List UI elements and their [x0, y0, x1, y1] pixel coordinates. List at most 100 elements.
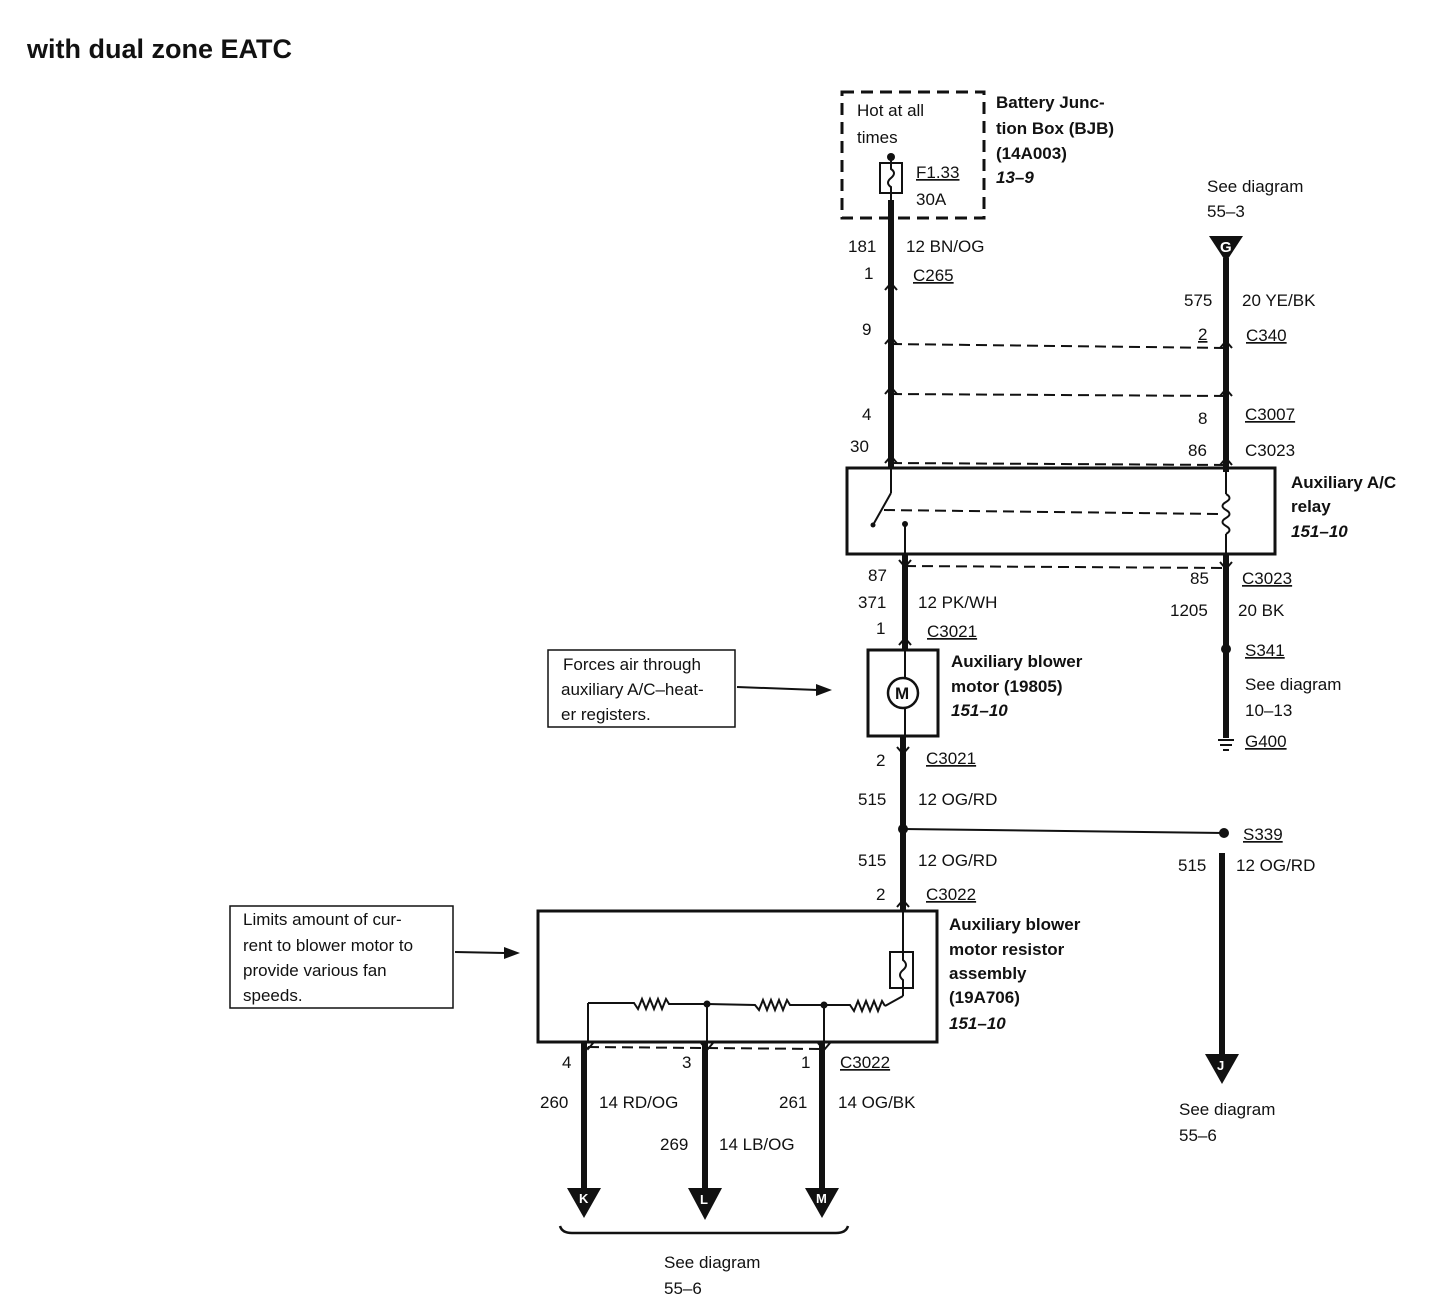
ground-wire-circuit: 1205	[1170, 601, 1208, 620]
resistor-name-line4: (19A706)	[949, 988, 1020, 1007]
resistor-2-icon	[706, 997, 824, 1013]
motor-note-arrow-icon	[816, 684, 832, 696]
output-l-pin: 3	[682, 1053, 691, 1072]
relay-out-right: 85 C3023 1205 20 BK S341 See diagram 10–…	[1170, 554, 1341, 751]
c3021-pin-2: 2	[876, 751, 885, 770]
splice-s339-label: S339	[1243, 825, 1283, 844]
resistor-name-line2: motor resistor	[949, 940, 1065, 959]
connector-k-icon	[567, 1188, 601, 1218]
resistor-note-line1: Limits amount of cur-	[243, 910, 402, 929]
resistor-name-line3: assembly	[949, 964, 1027, 983]
ground-g400-label: G400	[1245, 732, 1287, 751]
left-wire-gauge: 12 BN/OG	[906, 237, 984, 256]
motor-ref: 151–10	[951, 701, 1008, 720]
output-wires: C3022 4 260 14 RD/OG K 3 269 14 LB/OG L …	[540, 1042, 916, 1220]
resistor-ref: 151–10	[949, 1014, 1006, 1033]
motor-icon	[886, 676, 920, 710]
bjb-ref: 13–9	[996, 168, 1034, 187]
see-diagram-top-line1: See diagram	[1207, 177, 1303, 196]
relay-coil-icon	[1221, 493, 1231, 535]
resistor-note-arrow-icon	[504, 947, 520, 959]
c3023-label: C3023	[1245, 441, 1295, 460]
motor-note-line2: auxiliary A/C–heat-	[561, 680, 704, 699]
see-diagram-bottom-line2: 55–6	[664, 1279, 702, 1298]
resistor-note-line3: provide various fan	[243, 961, 387, 980]
output-k-pin: 4	[562, 1053, 571, 1072]
bjb-name-line3: (14A003)	[996, 144, 1067, 163]
c3023-left-pin: 30	[850, 437, 869, 456]
c3023-right-pin: 86	[1188, 441, 1207, 460]
s339-circuit: 515	[1178, 856, 1206, 875]
c3007-right-pin: 8	[1198, 409, 1207, 428]
fuse-rating: 30A	[916, 190, 947, 209]
motor-note-line3: er registers.	[561, 705, 651, 724]
relay-name-line1: Auxiliary A/C	[1291, 473, 1396, 492]
motor-symbol: M	[895, 684, 909, 703]
c265-label: C265	[913, 266, 954, 285]
c3021-label-top: C3021	[927, 622, 977, 641]
lower-wire-circuit: 515	[858, 851, 886, 870]
relay-out-left: 87 371 12 PK/WH 1 C3021	[858, 554, 997, 650]
c340-right-pin: 2	[1198, 325, 1207, 344]
bjb-hot-line2: times	[857, 128, 898, 147]
see-diagram-top-line2: 55–3	[1207, 202, 1245, 221]
output-m-pin: 1	[801, 1053, 810, 1072]
lower-wire-gauge: 12 OG/RD	[918, 851, 997, 870]
right-wire-gauge: 20 YE/BK	[1242, 291, 1316, 310]
connector-l-icon	[688, 1188, 722, 1220]
c340-left-pin: 9	[862, 320, 871, 339]
motor-out-wire: 2 C3021 515 12 OG/RD 515 12 OG/RD 2 C302…	[858, 736, 1229, 910]
relay-ref: 151–10	[1291, 522, 1348, 541]
c3022-pin-2: 2	[876, 885, 885, 904]
battery-junction-box: Hot at all times F1.33 30A Battery Junc-…	[840, 90, 1114, 220]
ground-icon	[1218, 739, 1234, 751]
motor-name-line2: motor (19805)	[951, 677, 1062, 696]
connector-lines-upper	[884, 335, 1233, 466]
ground-wire-gauge: 20 BK	[1238, 601, 1285, 620]
fuse-id: F1.33	[916, 163, 959, 182]
c3023-label-lower: C3023	[1242, 569, 1292, 588]
resistor-note: Limits amount of cur- rent to blower mot…	[229, 905, 520, 1009]
see-diagram-j-line1: See diagram	[1179, 1100, 1275, 1119]
resistor-1-icon	[824, 998, 886, 1014]
c340-label: C340	[1246, 326, 1287, 345]
output-l-gauge: 14 LB/OG	[719, 1135, 795, 1154]
connector-l-letter: L	[700, 1192, 708, 1207]
output-l-circuit: 269	[660, 1135, 688, 1154]
blower-resistor-assembly: Auxiliary blower motor resistor assembly…	[536, 909, 1081, 1044]
see-diagram-bottom-line1: See diagram	[664, 1253, 760, 1272]
motor-name-line1: Auxiliary blower	[951, 652, 1083, 671]
connector-k-letter: K	[579, 1191, 589, 1206]
aux-ac-relay: Auxiliary A/C relay 151–10	[845, 466, 1396, 556]
bracket-icon	[558, 1225, 850, 1235]
bjb-hot-line1: Hot at all	[857, 101, 924, 120]
c3007-label: C3007	[1245, 405, 1295, 424]
resistor-note-line2: rent to blower motor to	[243, 936, 413, 955]
mid-wire-circuit: 515	[858, 790, 886, 809]
s339-gauge: 12 OG/RD	[1236, 856, 1315, 875]
connector-j-letter: J	[1217, 1058, 1224, 1073]
relay-name-line2: relay	[1291, 497, 1331, 516]
right-wire-circuit: 575	[1184, 291, 1212, 310]
connector-m-letter: M	[816, 1191, 827, 1206]
c3021-pin-1: 1	[876, 619, 885, 638]
splice-s341-label: S341	[1245, 641, 1285, 660]
c3022-label-bottom: C3022	[840, 1053, 890, 1072]
output-m-gauge: 14 OG/BK	[838, 1093, 916, 1112]
bjb-name-line2: tion Box (BJB)	[996, 119, 1114, 138]
motor-note-line1: Forces air through	[563, 655, 701, 674]
see-diagram-j-line2: 55–6	[1179, 1126, 1217, 1145]
left-wire-circuit: 181	[848, 237, 876, 256]
c3021-label-bottom: C3021	[926, 749, 976, 768]
relay-pin-85: 85	[1190, 569, 1209, 588]
see-diagram-ground-line1: See diagram	[1245, 675, 1341, 694]
mid-wire-gauge: 12 OG/RD	[918, 790, 997, 809]
relay-pin-87: 87	[868, 566, 887, 585]
s339-branch: S339 515 12 OG/RD J See diagram 55–6	[1178, 825, 1315, 1145]
left-wire: 181 12 BN/OG 1 C265 9 4 30	[848, 200, 984, 468]
output-k-gauge: 14 RD/OG	[599, 1093, 678, 1112]
connector-m-icon	[805, 1188, 839, 1218]
bjb-name-line1: Battery Junc-	[996, 93, 1105, 112]
connector-g-icon	[1209, 236, 1243, 262]
connector-g-letter: G	[1220, 239, 1232, 256]
